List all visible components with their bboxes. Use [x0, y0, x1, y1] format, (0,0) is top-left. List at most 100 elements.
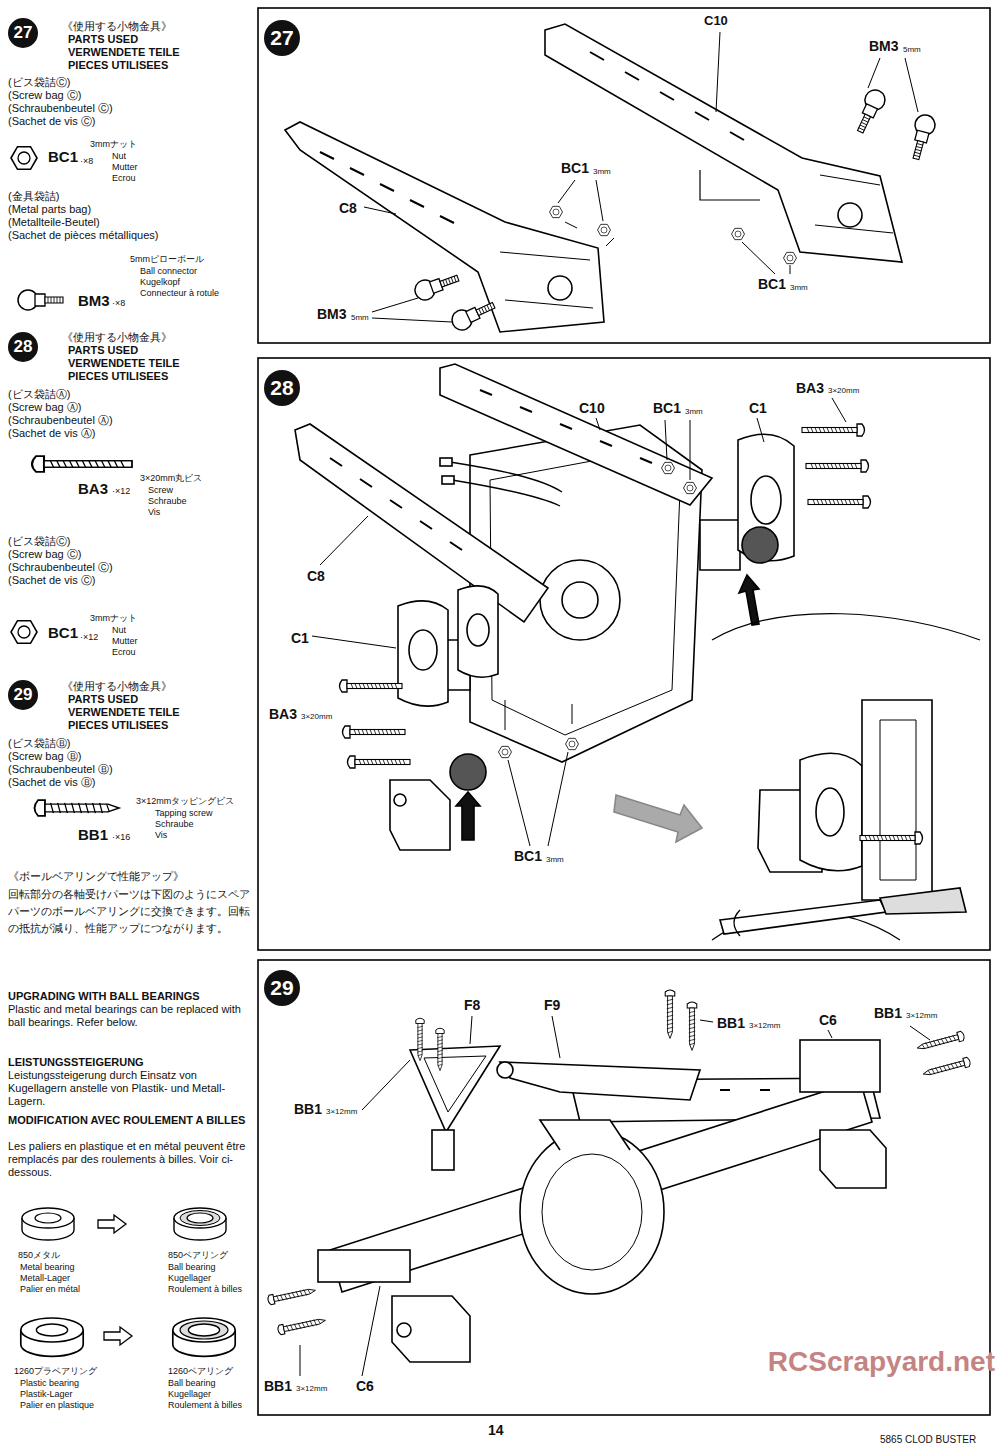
part-label: PIECES UTILISEES — [68, 59, 168, 72]
part-label: PIECES UTILISEES — [68, 370, 168, 383]
part-label: BC1 — [652, 400, 682, 416]
step-29-figure — [267, 990, 971, 1376]
text-label: 850ベアリング — [168, 1250, 228, 1260]
text-label: 1260プラベアリング — [14, 1366, 97, 1376]
text-label: 3×12mm — [295, 1384, 328, 1393]
part-label: BA3 — [795, 380, 825, 396]
part-label: C1 — [290, 630, 310, 646]
text-label: ·×16 — [112, 832, 130, 842]
text-label: 3×12mm — [325, 1107, 358, 1116]
part-label: VERWENDETE TEILE — [68, 706, 180, 719]
part-label: LEISTUNGSSTEIGERUNG — [8, 1056, 144, 1069]
text-label: Kugelkopf — [140, 277, 180, 287]
step-number-circle: 28 — [264, 370, 300, 406]
text-label: Kugellager — [168, 1273, 211, 1283]
step-number: 28 — [14, 337, 33, 357]
part-label: C8 — [306, 568, 326, 584]
text-label: Connecteur à rotule — [140, 288, 219, 298]
text-label: Plastic and metal bearings can be replac… — [8, 1003, 253, 1029]
text-label: Plastic bearing — [20, 1378, 79, 1388]
part-label: BM3 — [78, 292, 110, 309]
text-label: (Screw bag Ⓒ) — [8, 548, 81, 561]
text-label: 3×12mm — [905, 1011, 938, 1020]
text-label: (Sachet de vis Ⓒ) — [8, 115, 95, 128]
part-label: 14 — [488, 1422, 504, 1438]
text-label: (Screw bag Ⓒ) — [8, 89, 81, 102]
text-label: Ball connector — [140, 266, 197, 276]
text-label: Metall-Lager — [20, 1273, 70, 1283]
text-label: 850メタル — [18, 1250, 60, 1260]
text-label: Mutter — [112, 162, 138, 172]
step-number: 28 — [270, 376, 293, 400]
part-label: VERWENDETE TEILE — [68, 357, 180, 370]
text-label: (ビス袋詰Ⓐ) — [8, 388, 70, 401]
text-label: Tapping screw — [155, 808, 213, 818]
text-label: Screw — [148, 485, 173, 495]
text-label: Leistungssteigerung durch Einsatz von Ku… — [8, 1069, 253, 1108]
text-label: Vis — [148, 507, 160, 517]
text-label: 《使用する小物金具》 — [62, 680, 172, 693]
part-label: PARTS USED — [68, 33, 138, 46]
text-label: Ecrou — [112, 173, 136, 183]
part-label: F8 — [463, 997, 481, 1013]
step-number-circle: 27 — [264, 20, 300, 56]
text-label: (ビス袋詰Ⓑ) — [8, 737, 70, 750]
text-label: 3×20mm — [827, 386, 860, 395]
part-label: BB1 — [873, 1005, 903, 1021]
text-label: 3×20mm丸ビス — [140, 473, 202, 483]
part-label: C10 — [703, 14, 729, 29]
step-number: 29 — [270, 976, 293, 1000]
part-label: BC1 — [757, 276, 787, 292]
text-label: 5mm — [350, 313, 370, 322]
text-label: 3mm — [684, 407, 704, 416]
text-label: (Sachet de vis Ⓐ) — [8, 427, 95, 440]
text-label: 3mm — [545, 855, 565, 864]
text-label: (Screw bag Ⓐ) — [8, 401, 81, 414]
text-label: 5865 CLOD BUSTER — [880, 1434, 976, 1446]
text-label: ·×8 — [80, 156, 93, 166]
text-label: (ビス袋詰Ⓒ) — [8, 535, 70, 548]
part-label: BB1 — [263, 1378, 293, 1394]
part-label: UPGRADING WITH BALL BEARINGS — [8, 990, 200, 1003]
text-label: Vis — [155, 830, 167, 840]
text-label: Roulement à billes — [168, 1284, 242, 1294]
text-label: Schraube — [155, 819, 194, 829]
text-label: 5mm — [902, 45, 922, 54]
part-label: BM3 — [316, 306, 348, 322]
text-label: Ball bearing — [168, 1378, 216, 1388]
part-label: F9 — [543, 997, 561, 1013]
part-label: BC1 — [48, 624, 78, 641]
text-label: (Schraubenbeutel Ⓒ) — [8, 561, 113, 574]
text-label: (ビス袋詰Ⓒ) — [8, 76, 70, 89]
text-label: ·×8 — [112, 298, 125, 308]
text-label: Palier en plastique — [20, 1400, 94, 1410]
step-number-circle: 28 — [8, 332, 38, 362]
part-label: BA3 — [268, 706, 298, 722]
text-label: (Schraubenbeutel Ⓑ) — [8, 763, 113, 776]
watermark: RCScrapyard.net — [768, 1346, 995, 1378]
part-label: C6 — [355, 1378, 375, 1394]
text-label: 《使用する小物金具》 — [62, 20, 172, 33]
part-label: C6 — [818, 1012, 838, 1028]
text-label: Nut — [112, 625, 126, 635]
part-label: BB1 — [293, 1101, 323, 1117]
text-label: ·×12 — [80, 632, 98, 642]
part-label: BC1 — [560, 160, 590, 176]
text-label: 1260ベアリング — [168, 1366, 233, 1376]
text-label: Ecrou — [112, 647, 136, 657]
text-label: 3mmナット — [90, 613, 137, 623]
step-number: 27 — [14, 23, 33, 43]
text-label: ·×12 — [112, 486, 130, 496]
step-28-figure — [295, 364, 980, 940]
step-27-figure — [285, 24, 937, 333]
part-label: BC1 — [48, 148, 78, 165]
part-label: BM3 — [868, 38, 900, 54]
text-label: Kugellager — [168, 1389, 211, 1399]
text-label: (Screw bag Ⓑ) — [8, 750, 81, 763]
part-label: C1 — [748, 400, 768, 416]
part-label: PARTS USED — [68, 344, 138, 357]
text-label: 3mm — [592, 167, 612, 176]
text-label: Metal bearing — [20, 1262, 75, 1272]
step-number-circle: 29 — [264, 970, 300, 1006]
